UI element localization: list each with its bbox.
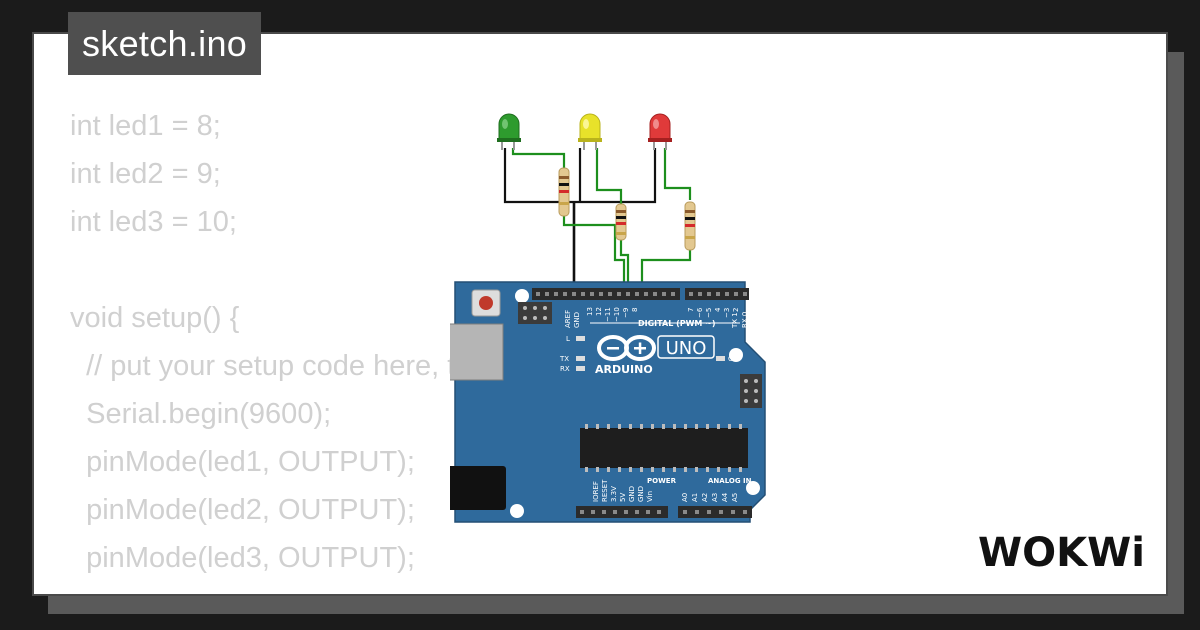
digital-pwm-label: DIGITAL (PWM ~) [638,319,716,328]
resistor[interactable] [615,203,627,241]
led-wire [663,148,692,200]
code-line: void setup() { [70,302,240,334]
arduino-logo [597,335,656,361]
pin-label: A1 [691,493,699,502]
pin-label: GND [637,486,645,502]
pin-label: GND [573,312,581,328]
pin-label: Vin [646,491,654,502]
pin-label: 13 [586,307,594,316]
microcontroller-chip [580,424,748,472]
tx-indicator-led [576,356,585,361]
led-green[interactable] [497,113,521,150]
tx-label: TX [559,355,569,363]
pin-label: RX 0 [741,312,749,328]
mounting-hole [510,504,524,518]
usb-port [450,323,504,381]
circuit-diagram: AREF GND 13 12 ~11 ~10 ~9 8 7 ~6 ~5 4 ~3… [450,113,766,523]
file-tab[interactable]: sketch.ino [68,12,262,75]
code-line: pinMode(led3, OUTPUT); [70,542,415,574]
wokwi-logo-text: WOKWi [978,530,1145,576]
led-yellow[interactable] [578,113,602,150]
mounting-hole [515,289,529,303]
board-brand: ARDUINO [595,363,653,376]
l-indicator-led [576,336,585,341]
board-model: UNO [666,338,707,359]
led-wire [511,148,566,170]
pin-label: 4 [714,307,722,312]
rx-label: RX [560,365,570,373]
power-header[interactable] [576,506,668,518]
icsp-header [518,302,552,324]
pin-label: IOREF [592,481,600,502]
pin-label: A3 [711,493,719,502]
pin-label: 2 [732,308,740,312]
code-line: pinMode(led1, OUTPUT); [70,446,415,478]
pin-label: ~3 [723,308,731,318]
code-line: int led1 = 8; [70,110,221,142]
pin-label: ~6 [696,307,704,318]
led-wire [595,148,623,205]
led-red[interactable] [648,113,672,150]
code-line: Serial.begin(9600); [70,398,332,430]
pin-label: 7 [687,308,695,312]
pin-label: AREF [564,310,572,328]
analog-header[interactable] [678,506,752,518]
signal-wire-8 [640,250,692,292]
code-line: int led3 = 10; [70,206,237,238]
pin-label: A0 [681,493,689,502]
pin-label: A5 [731,493,739,502]
pin-label: ~11 [604,307,612,322]
reset-button[interactable] [471,289,501,317]
pin-label: 12 [595,307,603,316]
icsp-header [740,374,762,408]
pin-label: 5V [619,493,627,502]
resistor[interactable] [558,167,570,217]
on-label: ON [728,355,739,363]
wokwi-logo: WOKWi [978,530,1145,576]
analog-label: ANALOG IN [708,477,752,485]
l-label: L [566,335,570,343]
pin-label: ~5 [705,308,713,318]
pin-label: ~10 [613,307,621,322]
mounting-hole [746,481,760,495]
pin-label: 3.3V [610,486,618,502]
code-line: int led2 = 9; [70,158,221,190]
arduino-logo-symbols [607,342,646,354]
pin-label: A4 [721,492,729,502]
code-preview: int led1 = 8; int led2 = 9; int led3 = 10;… [70,102,600,582]
mounting-hole [729,348,743,362]
signal-wire-10 [562,216,626,292]
pin-label: A2 [701,493,709,502]
rx-indicator-led [576,366,585,371]
pin-label: 8 [631,308,639,312]
wires [503,148,692,292]
power-label: POWER [647,477,677,485]
power-jack [450,466,506,510]
code-line: pinMode(led2, OUTPUT); [70,494,415,526]
pin-label: RESET [601,479,609,502]
pin-label: ~9 [622,308,630,318]
signal-wire-9 [619,238,630,292]
resistor[interactable] [684,201,696,251]
on-indicator-led [716,356,725,361]
arduino-uno-board[interactable]: AREF GND 13 12 ~11 ~10 ~9 8 7 ~6 ~5 4 ~3… [450,281,766,523]
digital-header[interactable] [532,288,680,300]
pin-label: GND [628,486,636,502]
pin-label: TX 1 [731,312,739,329]
